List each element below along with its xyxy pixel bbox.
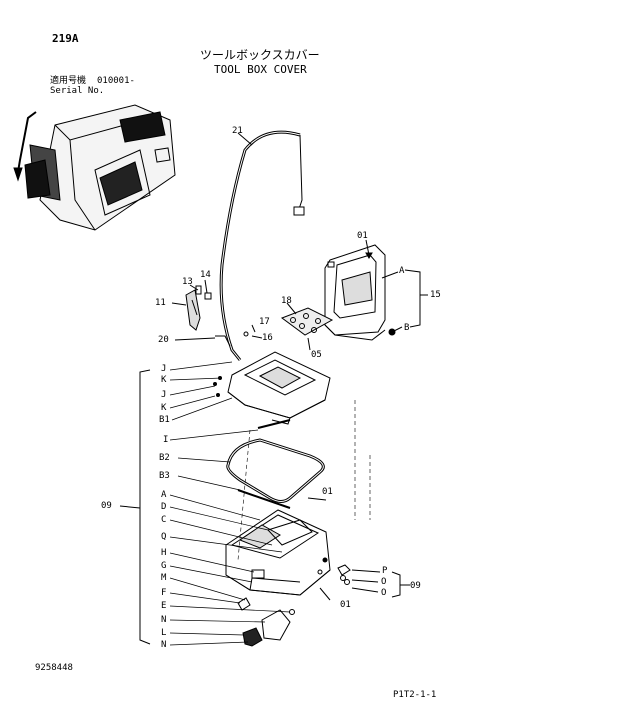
callout-B-top: B bbox=[404, 323, 410, 333]
label-D: D bbox=[161, 502, 167, 512]
upper-cover bbox=[213, 351, 331, 425]
callout-18: 18 bbox=[281, 296, 292, 306]
label-B2: B2 bbox=[159, 453, 170, 463]
label-E: E bbox=[161, 601, 167, 611]
callout-09-right: 09 bbox=[410, 581, 421, 591]
callout-O-2: O bbox=[381, 588, 387, 598]
callout-20: 20 bbox=[158, 335, 169, 345]
doc-number: 9258448 bbox=[35, 663, 73, 673]
label-N-1: N bbox=[161, 615, 167, 625]
callout-P: P bbox=[382, 566, 388, 576]
tool-box-body bbox=[225, 497, 331, 601]
serial-label-jp: 適用号機 bbox=[50, 76, 87, 86]
callout-01-door: 01 bbox=[357, 231, 368, 241]
label-K-1: K bbox=[161, 375, 167, 385]
label-A: A bbox=[161, 490, 167, 500]
label-J-1: J bbox=[161, 364, 167, 374]
label-L: L bbox=[161, 628, 167, 638]
label-H: H bbox=[161, 548, 167, 558]
label-M: M bbox=[161, 573, 167, 583]
label-G: G bbox=[161, 561, 167, 571]
callout-15: 15 bbox=[430, 290, 441, 300]
page-ref: P1T2-1-1 bbox=[393, 690, 437, 700]
title-english: TOOL BOX COVER bbox=[214, 63, 307, 76]
serial-value: 010001- bbox=[97, 76, 135, 86]
hinge-assembly bbox=[171, 279, 263, 347]
machine-thumbnail bbox=[13, 104, 176, 231]
label-Q: Q bbox=[161, 532, 167, 542]
callout-14: 14 bbox=[200, 270, 211, 280]
callout-13: 13 bbox=[182, 277, 193, 287]
callout-21: 21 bbox=[232, 126, 243, 136]
title-japanese: ツールボックスカバー bbox=[200, 48, 320, 62]
serial-label-en: Serial No. bbox=[50, 86, 105, 96]
latch-plate bbox=[280, 302, 334, 351]
callout-09-left: 09 bbox=[101, 501, 112, 511]
door-panel bbox=[324, 239, 428, 341]
label-B1: B1 bbox=[159, 415, 170, 425]
label-F: F bbox=[161, 588, 167, 598]
callout-17: 17 bbox=[259, 317, 270, 327]
callout-01-box: 01 bbox=[340, 600, 351, 610]
callout-01-seal: 01 bbox=[322, 487, 333, 497]
callout-A-top: A bbox=[399, 266, 405, 276]
label-K-2: K bbox=[161, 403, 167, 413]
label-N-2: N bbox=[161, 640, 167, 650]
label-I: I bbox=[163, 435, 169, 445]
callout-16: 16 bbox=[262, 333, 273, 343]
callout-O-1: O bbox=[381, 577, 387, 587]
page-code: 219A bbox=[52, 32, 79, 45]
label-J-2: J bbox=[161, 390, 167, 400]
callout-11: 11 bbox=[155, 298, 166, 308]
callout-05: 05 bbox=[311, 350, 322, 360]
label-C: C bbox=[161, 515, 167, 525]
label-B3: B3 bbox=[159, 471, 170, 481]
small-parts bbox=[237, 564, 351, 647]
